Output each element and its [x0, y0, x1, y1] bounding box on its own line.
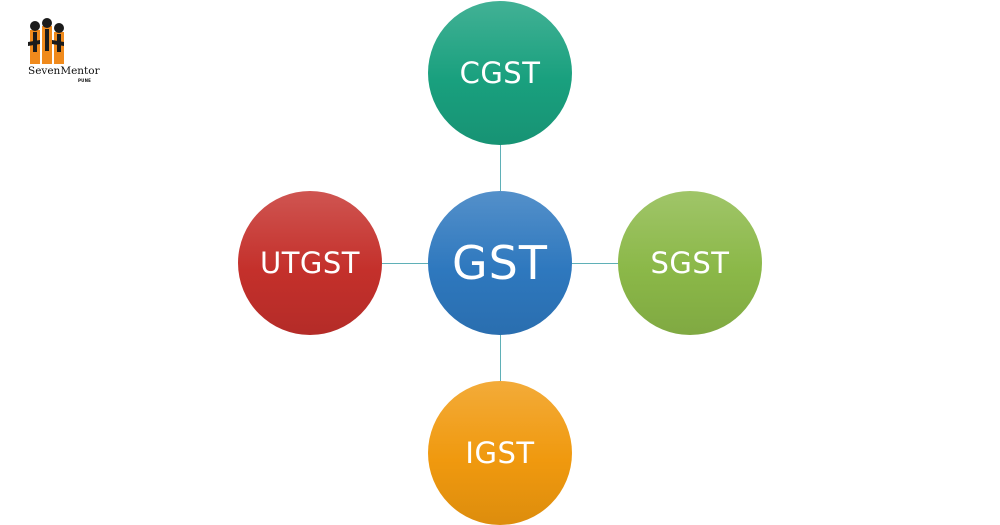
- igst-label: IGST: [465, 436, 535, 470]
- connector-bottom: [500, 332, 501, 386]
- cgst-label: CGST: [459, 56, 541, 90]
- logo-tagline: PUNE: [78, 78, 92, 83]
- cgst-node: CGST: [428, 1, 572, 145]
- sgst-node: SGST: [618, 191, 762, 335]
- connector-top: [500, 142, 501, 194]
- igst-node: IGST: [428, 381, 572, 525]
- gst-center-node: GST: [428, 191, 572, 335]
- sgst-label: SGST: [650, 246, 730, 280]
- utgst-node: UTGST: [238, 191, 382, 335]
- utgst-label: UTGST: [259, 246, 361, 280]
- connector-left: [382, 263, 430, 264]
- logo-mark-icon: [28, 18, 64, 64]
- sevenmentor-logo: SevenMentor PUNE: [24, 18, 104, 83]
- gst-label: GST: [452, 236, 548, 290]
- logo-name: SevenMentor: [28, 65, 100, 77]
- connector-right: [570, 263, 622, 264]
